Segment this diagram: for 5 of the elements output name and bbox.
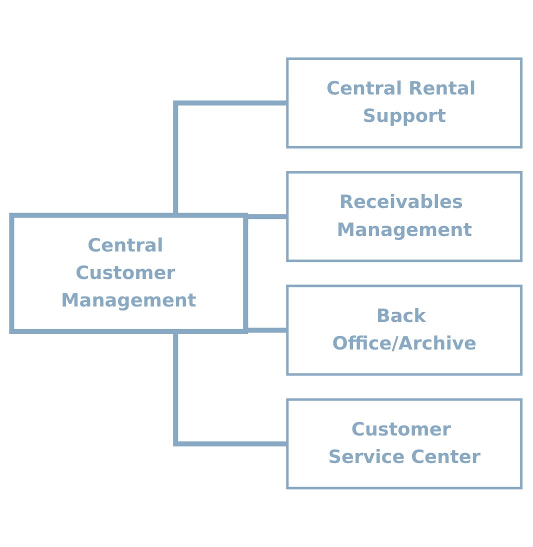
node-box: Receivables Management xyxy=(286,171,523,262)
node-box: Central Rental Support xyxy=(286,58,523,149)
node-box: Back Office/Archive xyxy=(286,284,523,376)
node-box: Central Customer Management xyxy=(9,212,248,334)
node-box: Customer Service Center xyxy=(286,398,523,490)
